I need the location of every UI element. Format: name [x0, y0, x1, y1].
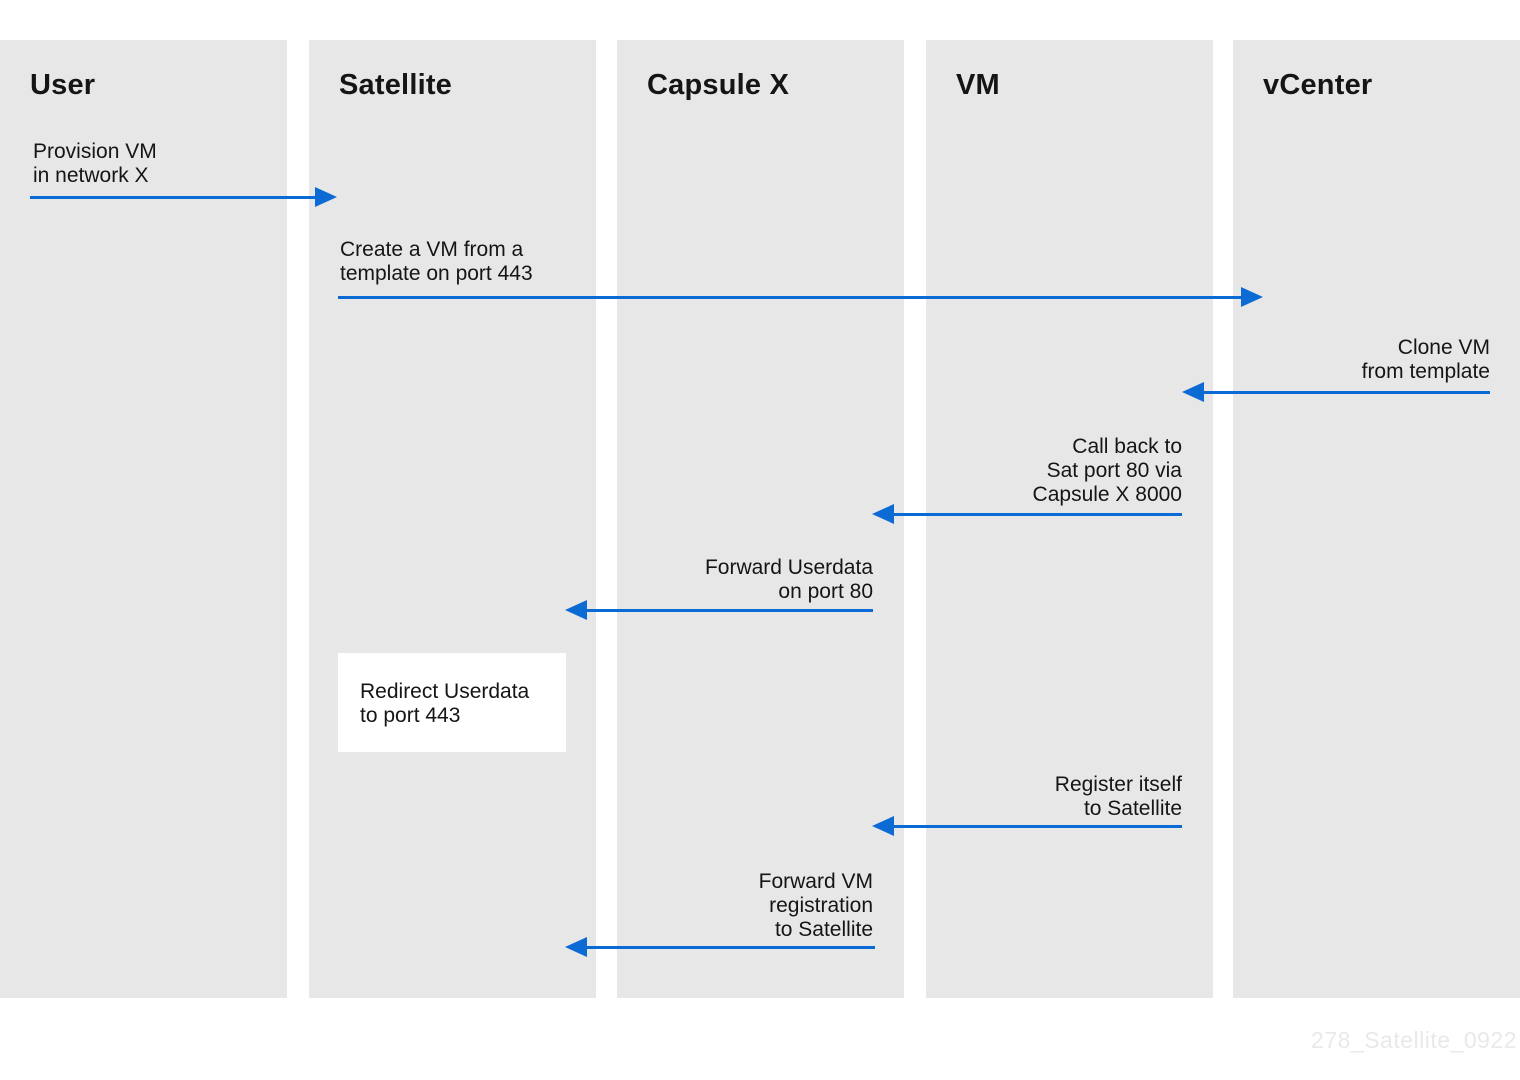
self-action-redirect-userdata: Redirect Userdata to port 443 [338, 653, 566, 752]
arrow-shaft [585, 608, 873, 612]
arrow-satellite-to-vcenter [338, 287, 1263, 307]
lane-capsule-x: Capsule X [617, 40, 904, 998]
arrow-vm-register-to-capsule [872, 816, 1182, 836]
message-create-vm-template: Create a VM from a template on port 443 [340, 238, 533, 285]
lane-satellite: Satellite [309, 40, 596, 998]
message-clone-vm: Clone VM from template [1361, 336, 1490, 383]
arrowhead-left-icon [872, 816, 894, 836]
message-provision-vm: Provision VM in network X [33, 140, 157, 187]
lane-title-user: User [30, 69, 96, 101]
arrowhead-right-icon [315, 187, 337, 207]
arrow-vcenter-to-vm [1182, 382, 1490, 402]
lane-title-satellite: Satellite [339, 69, 453, 101]
arrowhead-right-icon [1241, 287, 1263, 307]
arrow-shaft [1202, 390, 1490, 394]
arrow-shaft [30, 195, 317, 199]
arrow-shaft [892, 512, 1182, 516]
arrow-capsule-registration-to-satellite [565, 937, 875, 957]
arrowhead-left-icon [565, 937, 587, 957]
lane-title-vcenter: vCenter [1263, 69, 1373, 101]
watermark: 278_Satellite_0922 [1311, 1027, 1517, 1053]
arrowhead-left-icon [565, 600, 587, 620]
lane-user: User [0, 40, 287, 998]
arrowhead-left-icon [872, 504, 894, 524]
arrow-vm-to-capsule [872, 504, 1182, 524]
arrow-user-to-satellite [30, 187, 337, 207]
arrow-shaft [892, 824, 1182, 828]
lane-vcenter: vCenter [1233, 40, 1520, 998]
arrow-shaft [585, 945, 875, 949]
lane-title-vm: VM [956, 69, 1000, 101]
self-action-label: Redirect Userdata to port 443 [360, 680, 530, 727]
message-register-itself: Register itself to Satellite [1054, 773, 1182, 820]
message-call-back: Call back to Sat port 80 via Capsule X 8… [1032, 435, 1182, 506]
arrow-shaft [338, 295, 1243, 299]
lane-title-capsule-x: Capsule X [647, 69, 790, 101]
message-forward-userdata: Forward Userdata on port 80 [704, 556, 873, 603]
arrowhead-left-icon [1182, 382, 1204, 402]
message-forward-vm-registration: Forward VM registration to Satellite [758, 870, 873, 941]
lane-vm: VM [926, 40, 1213, 998]
arrow-capsule-to-satellite [565, 600, 873, 620]
